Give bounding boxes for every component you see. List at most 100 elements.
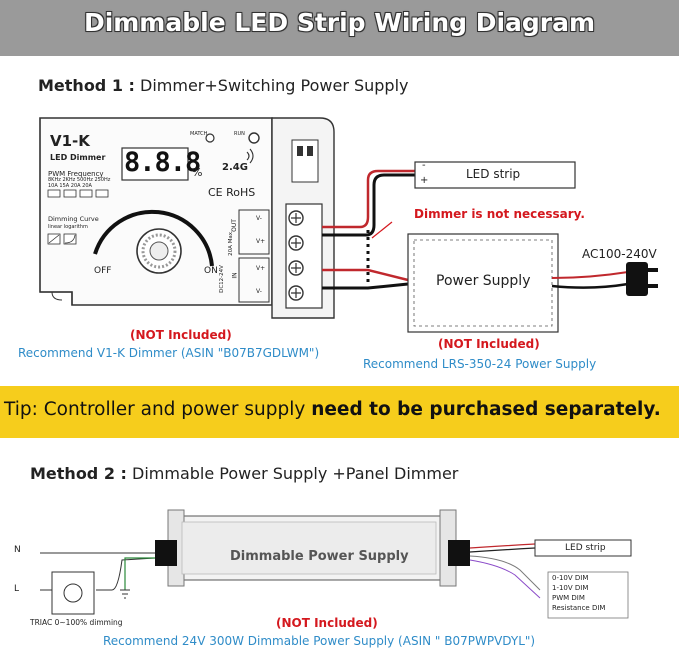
- out-vminus: V-: [256, 215, 262, 222]
- amp-value-4: 20A: [82, 183, 92, 189]
- power-supply-recommendation: Recommend LRS-350-24 Power Supply: [363, 357, 597, 371]
- dip-switch-key-2: [307, 146, 313, 156]
- triac-label: TRIAC 0~100% dimming: [30, 618, 123, 627]
- method1-diagram: [39, 117, 658, 333]
- in-vplus: V+: [256, 265, 266, 272]
- knob-arc: [93, 209, 214, 267]
- wireless-label: 2.4G: [222, 162, 248, 173]
- run-label: RUN: [234, 131, 245, 137]
- wire-in-red: [322, 268, 409, 282]
- freq-value-3: 500Hz: [76, 177, 93, 183]
- method1-heading-bold: Method 1 :: [38, 76, 135, 95]
- out-label-box: [238, 209, 270, 255]
- knob-on-label: ON: [204, 266, 218, 276]
- dimmer-model: V1-K: [50, 132, 90, 150]
- wire-n-label: N: [14, 545, 21, 555]
- tip-bar: [0, 386, 679, 438]
- method1-heading: Method 1 : Dimmer+Switching Power Supply: [38, 76, 409, 95]
- cert-label: CE RoHS: [208, 186, 256, 199]
- voltage-label: DC12-24V: [218, 265, 225, 293]
- curve-linear-label: linear: [48, 224, 63, 230]
- curve-log-label: logarithm: [63, 224, 88, 230]
- wire-l-label: L: [14, 584, 20, 594]
- plug-prong-1: [648, 268, 658, 272]
- method1-heading-text: Dimmer+Switching Power Supply: [134, 76, 409, 95]
- freq-switch-1: [47, 189, 61, 198]
- freq-switch-3: [79, 189, 93, 198]
- led-strip-label: LED strip: [466, 167, 521, 181]
- dim-wire-purple: [469, 559, 541, 599]
- method2-heading: Method 2 : Dimmable Power Supply +Panel …: [30, 464, 458, 483]
- curve-log-icon: [63, 233, 77, 245]
- screw-slots: [291, 213, 301, 298]
- dim-wire-gray: [469, 555, 541, 591]
- wire-out-red: [322, 169, 415, 229]
- tip-text: Tip: Controller and power supply need to…: [4, 399, 661, 420]
- percent-symbol: %: [192, 166, 203, 179]
- in-label-box: [238, 257, 270, 303]
- method2-heading-bold: Method 2 :: [30, 464, 127, 483]
- tip-emphasis: need to be purchased separately.: [311, 399, 661, 420]
- segment-display: 8.8.8: [124, 147, 201, 178]
- curve-linear-line: [48, 234, 60, 244]
- out-vplus: V+: [256, 238, 266, 245]
- dimmer-not-included: (NOT Included): [130, 328, 232, 342]
- ac-plug: [626, 262, 648, 296]
- dip-switch: [291, 139, 319, 183]
- out-wire-red: [469, 543, 536, 549]
- ac-wire-black: [551, 282, 629, 289]
- method2-recommendation: Recommend 24V 300W Dimmable Power Supply…: [103, 634, 536, 648]
- freq-value-4: 250Hz: [94, 177, 111, 183]
- freq-value-2: 2KHz: [62, 177, 76, 183]
- wire-out-black: [322, 173, 415, 237]
- segment-display-frame: [121, 147, 189, 181]
- dimmer-recommendation: Recommend V1-K Dimmer (ASIN "B07B7GDLWM"…: [18, 346, 320, 360]
- freq-value-1: 8KHz: [48, 177, 61, 183]
- power-supply-label: Power Supply: [436, 273, 531, 289]
- psu-label: Dimmable Power Supply: [230, 549, 409, 564]
- method2-not-included: (NOT Included): [276, 616, 378, 630]
- knob-center: [149, 241, 169, 261]
- knob-off-label: OFF: [94, 266, 112, 276]
- dim-option-3: PWM DIM: [552, 594, 585, 602]
- match-button: [205, 133, 215, 143]
- note-arrow: [371, 221, 393, 239]
- freq-values: 8KHz 2KHz 500Hz 250Hz: [48, 177, 112, 183]
- gland-left: [155, 540, 177, 566]
- amp-value-2: 15A: [59, 183, 70, 189]
- dim-option-4: Resistance DIM: [552, 604, 606, 612]
- led-strip-mini: [534, 539, 632, 557]
- run-led: [248, 132, 260, 144]
- led-plus-label: +: [420, 175, 429, 186]
- in-label: IN: [231, 272, 239, 279]
- amp-value-3: 20A: [70, 183, 81, 189]
- ac-voltage-label: AC100-240V: [582, 247, 657, 261]
- dimmer-optional-note: Dimmer is not necessary.: [414, 207, 585, 221]
- in-vminus: V-: [256, 288, 262, 295]
- page-title: Dimmable LED Strip Wiring Diagram: [83, 8, 596, 37]
- title-banner: [0, 0, 679, 56]
- freq-switch-4: [95, 189, 109, 198]
- spec-label: 20A Max.: [227, 230, 234, 256]
- power-supply-box: [407, 233, 559, 333]
- dim-option-2: 1-10V DIM: [552, 584, 589, 592]
- out-wire-black: [469, 547, 536, 553]
- plug-prong-2: [648, 284, 658, 288]
- amp-value-1: 10A: [48, 183, 58, 189]
- knob-grip: [141, 233, 177, 269]
- dim-option-1: 0-10V DIM: [552, 574, 589, 582]
- terminal-screws: [288, 210, 304, 301]
- wire-in-black: [322, 282, 409, 290]
- freq-switch-2: [63, 189, 77, 198]
- method2-heading-text: Dimmable Power Supply +Panel Dimmer: [126, 464, 459, 483]
- power-supply-not-included: (NOT Included): [438, 337, 540, 351]
- curve-log-line: [64, 234, 76, 244]
- led-minus-label: -: [422, 160, 426, 171]
- power-supply-inner: [413, 239, 553, 327]
- match-label: MATCH: [190, 131, 208, 137]
- amp-values: 10A 15A 20A 20A: [48, 183, 92, 189]
- dim-options-box: [547, 571, 629, 619]
- dimmer-subtitle: LED Dimmer: [50, 153, 106, 162]
- dip-switch-key-1: [297, 146, 303, 156]
